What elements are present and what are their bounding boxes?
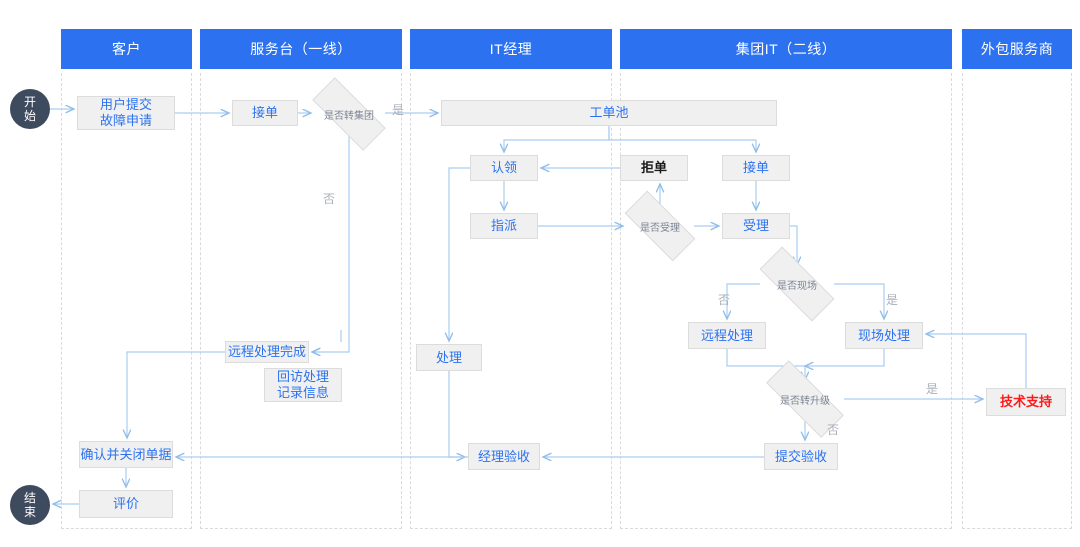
edge-label-no-escalate: 否 xyxy=(827,423,840,437)
decision-label: 是否现场 xyxy=(777,280,817,292)
decision-is-transfer-group[interactable]: 是否转集团 xyxy=(312,77,386,151)
node-accept-order-2[interactable]: 接单 xyxy=(722,155,790,181)
node-tech-support[interactable]: 技术支持 xyxy=(986,388,1066,416)
edge-label-yes-transfer-group: 是 xyxy=(392,103,405,117)
edge-label-no-transfer-group: 否 xyxy=(323,192,336,206)
node-remote-done[interactable]: 远程处理完成 xyxy=(225,341,309,363)
node-onsite-handling[interactable]: 现场处理 xyxy=(845,322,923,349)
edge-label-no-onsite: 否 xyxy=(718,293,731,307)
lane-header-itmanager[interactable]: IT经理 xyxy=(410,29,612,69)
decision-is-accept[interactable]: 是否受理 xyxy=(624,190,696,262)
lane-body-customer xyxy=(61,73,192,529)
node-process[interactable]: 处理 xyxy=(416,344,482,371)
node-accept-order-1[interactable]: 接单 xyxy=(232,100,298,126)
lane-header-vendor[interactable]: 外包服务商 xyxy=(962,29,1072,69)
node-submit-request[interactable]: 用户提交 故障申请 xyxy=(77,96,175,130)
node-remote-handling[interactable]: 远程处理 xyxy=(688,322,766,349)
node-submit-acceptance[interactable]: 提交验收 xyxy=(764,443,838,470)
decision-label: 是否受理 xyxy=(640,222,680,234)
edge-label-yes-onsite: 是 xyxy=(886,293,899,307)
lane-header-customer[interactable]: 客户 xyxy=(61,29,192,69)
node-reject-order[interactable]: 拒单 xyxy=(620,155,688,181)
node-confirm-close[interactable]: 确认并关闭单据 xyxy=(79,441,173,468)
decision-label: 是否转升级 xyxy=(780,395,830,407)
node-ticket-pool[interactable]: 工单池 xyxy=(441,100,777,126)
node-evaluate[interactable]: 评价 xyxy=(79,490,173,518)
node-handle-accept[interactable]: 受理 xyxy=(722,213,790,239)
terminal-start[interactable]: 开 始 xyxy=(10,89,50,129)
lane-body-itmanager xyxy=(410,73,612,529)
node-assign[interactable]: 指派 xyxy=(470,213,538,239)
terminal-end[interactable]: 结 束 xyxy=(10,485,50,525)
lane-body-servicedesk xyxy=(200,73,402,529)
node-manager-accept[interactable]: 经理验收 xyxy=(468,443,540,470)
node-claim[interactable]: 认领 xyxy=(470,155,538,181)
decision-is-escalate[interactable]: 是否转升级 xyxy=(766,360,844,438)
lane-header-servicedesk[interactable]: 服务台（一线） xyxy=(200,29,402,69)
decision-is-onsite[interactable]: 是否现场 xyxy=(759,246,835,322)
lane-body-vendor xyxy=(962,73,1072,529)
lane-header-groupit[interactable]: 集团IT（二线） xyxy=(620,29,952,69)
edge-label-yes-escalate: 是 xyxy=(926,382,939,396)
decision-label: 是否转集团 xyxy=(324,110,374,122)
lane-body-groupit xyxy=(620,73,952,529)
node-followup-record[interactable]: 回访处理 记录信息 xyxy=(264,368,342,402)
